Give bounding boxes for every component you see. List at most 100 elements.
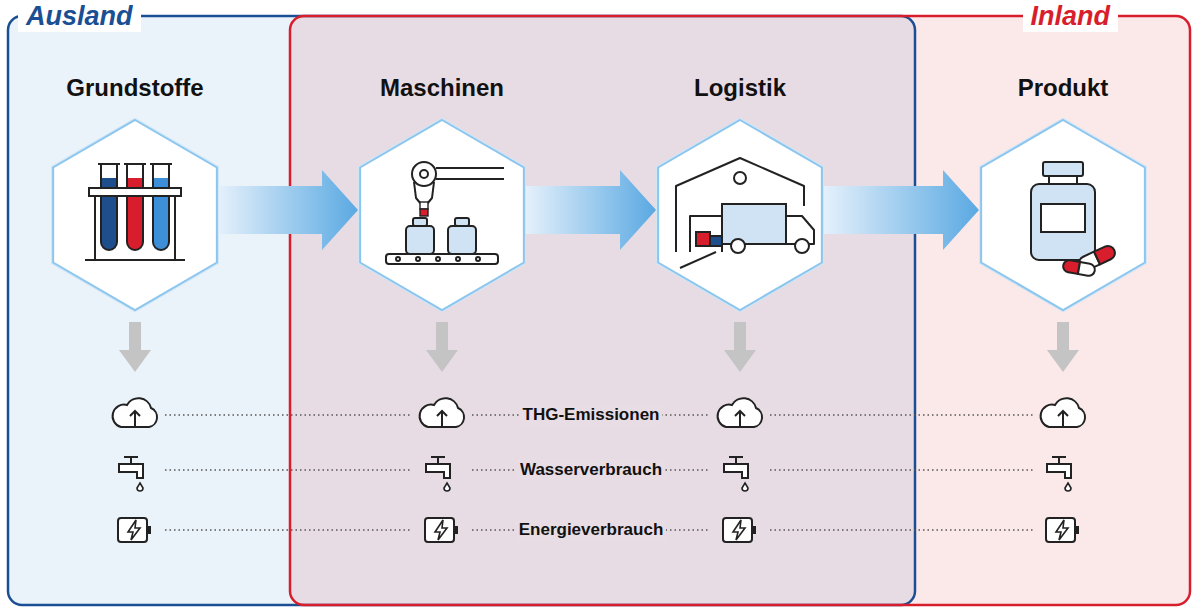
- illustration-stroke: [722, 204, 786, 244]
- hex-shape: [51, 118, 219, 312]
- hex-glow: [53, 120, 217, 310]
- icon-stroke: [425, 518, 454, 542]
- flow-arrow: [824, 170, 979, 250]
- illustration-stroke: [396, 257, 400, 261]
- icon-stroke: [724, 464, 748, 478]
- dotted-line: [770, 529, 1033, 531]
- battery-icon: [723, 518, 756, 542]
- illustration-stroke: [455, 218, 469, 226]
- hex-outline: [360, 120, 524, 310]
- icon-stroke: [147, 526, 151, 534]
- illustration-stroke: [89, 188, 181, 196]
- hex-outline: [981, 120, 1145, 310]
- icon-stroke: [444, 483, 450, 491]
- step-heading: Produkt: [963, 73, 1163, 103]
- illustration-stroke: [1078, 262, 1096, 277]
- icon-stroke: [1075, 526, 1079, 534]
- down-arrow: [119, 322, 151, 372]
- product-illustration: [1031, 162, 1117, 277]
- dotted-line: [165, 414, 412, 416]
- region-band: AuslandGrundstoffe: [8, 16, 915, 605]
- machine-illustration: [386, 162, 504, 264]
- illustration-stroke: [734, 172, 746, 184]
- icon-stroke: [118, 518, 147, 542]
- illustration-stroke: [680, 252, 716, 268]
- icon-stroke: [1058, 411, 1068, 428]
- step-heading: Logistik: [640, 73, 840, 103]
- illustration-stroke: [456, 257, 460, 261]
- icon-stroke: [733, 520, 745, 540]
- icon-stroke: [729, 457, 743, 464]
- region-border: [8, 16, 915, 605]
- metric-label: THG-Emissionen: [520, 404, 663, 426]
- illustration-stroke: [436, 168, 504, 179]
- illustration-stroke: [413, 218, 427, 226]
- icon-stroke: [752, 526, 756, 534]
- icon-stroke: [420, 398, 464, 427]
- illustration-stroke: [406, 226, 434, 254]
- region-fill: [290, 16, 1190, 605]
- illustration-stroke: [1049, 176, 1077, 184]
- icon-stroke: [431, 457, 445, 464]
- battery-icon: [118, 518, 151, 542]
- icon-stroke: [113, 398, 157, 427]
- hex-glow: [360, 120, 524, 310]
- dotted-line: [165, 469, 412, 471]
- hex-glow: [981, 120, 1145, 310]
- down-arrow: [426, 322, 458, 372]
- icon-stroke: [128, 520, 140, 540]
- illustration-stroke: [1031, 184, 1095, 260]
- hex-step: Grundstoffe: [35, 60, 235, 320]
- illustration-stroke: [98, 163, 120, 165]
- illustration-stroke: [696, 232, 710, 246]
- metric-label: Energieverbrauch: [516, 519, 667, 541]
- flow-arrow: [219, 170, 358, 250]
- icon-stroke: [723, 518, 752, 542]
- icon-stroke: [1052, 457, 1066, 464]
- icon-stroke: [119, 464, 143, 478]
- illustration-stroke: [436, 257, 440, 261]
- icon-stroke: [735, 411, 745, 428]
- down-arrow: [1047, 322, 1079, 372]
- illustration-stroke: [795, 239, 809, 253]
- logistics-illustration: [676, 158, 814, 268]
- dotted-line: [770, 469, 1033, 471]
- down-arrow: [724, 322, 756, 372]
- illustration-stroke: [1062, 259, 1096, 276]
- hex-outline: [53, 120, 217, 310]
- flow-arrow: [526, 170, 656, 250]
- hex-glow: [658, 120, 822, 310]
- icon-stroke: [1065, 483, 1071, 491]
- illustration-stroke: [414, 182, 434, 204]
- water-tap-icon: [724, 457, 748, 491]
- illustration-stroke: [710, 236, 722, 246]
- cloud-upload-icon: [420, 398, 464, 428]
- illustration-stroke: [412, 162, 436, 186]
- region-border: [290, 16, 1190, 605]
- illustration-stroke: [476, 257, 480, 261]
- step-heading: Maschinen: [342, 73, 542, 103]
- illustration-stroke: [85, 196, 185, 260]
- illustration-stroke: [1041, 204, 1085, 232]
- battery-icon: [1046, 518, 1079, 542]
- cloud-upload-icon: [718, 398, 762, 428]
- region-title: Inland: [1023, 0, 1119, 32]
- illustration-stroke: [124, 163, 146, 165]
- illustration-stroke: [1043, 162, 1083, 176]
- metric-label: Wasserverbrauch: [517, 459, 665, 481]
- illustration-stroke: [101, 164, 117, 250]
- icon-stroke: [1041, 398, 1085, 427]
- icon-stroke: [742, 483, 748, 491]
- icon-stroke: [137, 483, 143, 491]
- hex-outline: [658, 120, 822, 310]
- illustration-stroke: [150, 163, 172, 165]
- icon-stroke: [1046, 518, 1075, 542]
- icon-stroke: [454, 526, 458, 534]
- water-tap-icon: [119, 457, 143, 491]
- cloud-upload-icon: [113, 398, 157, 428]
- icon-stroke: [426, 464, 450, 478]
- illustration-stroke: [420, 209, 428, 216]
- icon-stroke: [718, 398, 762, 427]
- illustration-stroke: [448, 226, 476, 254]
